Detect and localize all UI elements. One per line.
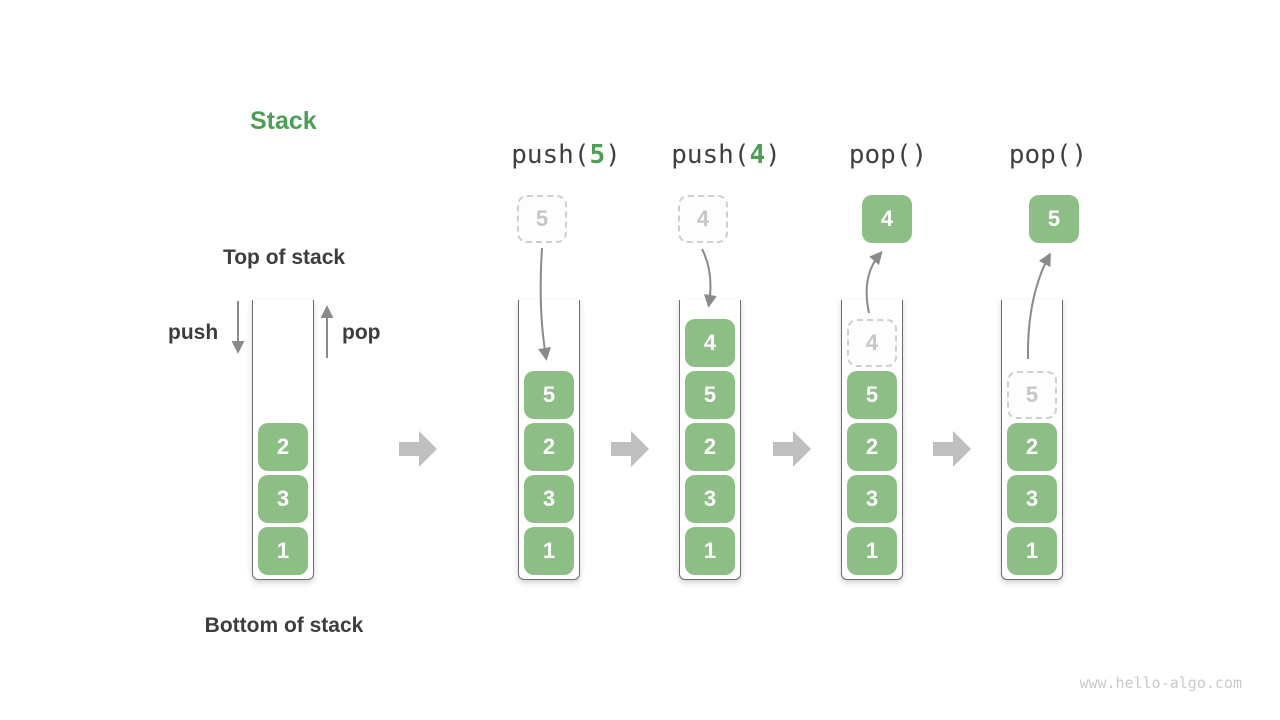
stack-cell: 5: [847, 371, 897, 419]
stack-cell: 2: [1007, 423, 1057, 471]
push-label: push: [168, 321, 219, 344]
top-of-stack-label: Top of stack: [222, 246, 346, 269]
stack-cell: 2: [524, 423, 574, 471]
op-label-push-4: push(4): [671, 140, 781, 170]
stack-title: Stack: [250, 107, 317, 135]
stack-cell: 3: [847, 475, 897, 523]
stack-cell: 1: [524, 527, 574, 575]
op-prefix: pop(): [1008, 140, 1088, 170]
stack-cell: 1: [685, 527, 735, 575]
stack-cell: 2: [685, 423, 735, 471]
stack-cell: 2: [258, 423, 308, 471]
op-prefix: push(: [671, 140, 750, 170]
stack-cell: 3: [524, 475, 574, 523]
watermark: www.hello-algo.com: [1079, 674, 1242, 692]
bottom-of-stack-label: Bottom of stack: [204, 614, 364, 637]
stack-cell: 1: [258, 527, 308, 575]
transition-arrow-icon: [399, 431, 437, 467]
stack-cell: 2: [847, 423, 897, 471]
op-label-pop-2: pop(): [1009, 140, 1087, 170]
op-prefix: pop(): [848, 140, 928, 170]
op-arg: 4: [749, 140, 766, 170]
op-prefix: push(: [511, 140, 590, 170]
op-label-push-5: push(5): [511, 140, 621, 170]
stack-cell: 4: [685, 319, 735, 367]
floating-cell-dashed: 5: [517, 195, 567, 243]
floating-cell-popped: 4: [862, 195, 912, 243]
op-suffix: ): [765, 140, 781, 170]
op-suffix: ): [605, 140, 621, 170]
transition-arrow-icon: [933, 431, 971, 467]
stack-cell: 5: [685, 371, 735, 419]
op-arg: 5: [589, 140, 606, 170]
stack-cell: 3: [1007, 475, 1057, 523]
stack-cell: 3: [258, 475, 308, 523]
stack-cell-dashed: 5: [1007, 371, 1057, 419]
pop-label: pop: [342, 321, 381, 344]
push-4-curve-arrow-icon: [701, 248, 717, 308]
floating-cell-popped: 5: [1029, 195, 1079, 243]
transition-arrow-icon: [773, 431, 811, 467]
transition-arrow-icon: [611, 431, 649, 467]
op-label-pop-1: pop(): [849, 140, 927, 170]
stack-cell: 1: [847, 527, 897, 575]
stack-cell: 1: [1007, 527, 1057, 575]
stack-cell: 3: [685, 475, 735, 523]
stack-cell-dashed: 4: [847, 319, 897, 367]
floating-cell-dashed: 4: [678, 195, 728, 243]
stack-cell: 5: [524, 371, 574, 419]
